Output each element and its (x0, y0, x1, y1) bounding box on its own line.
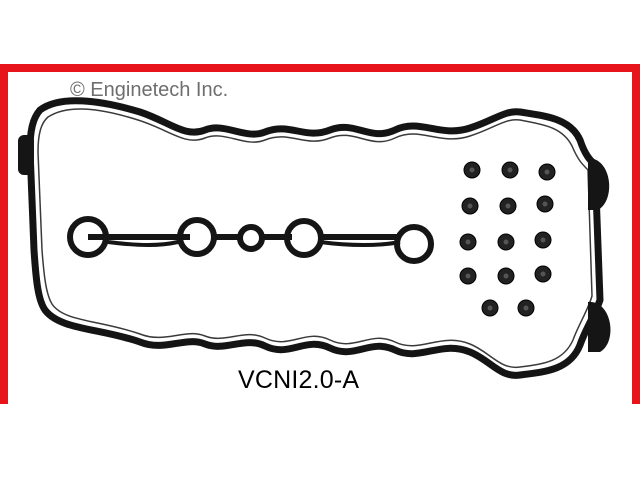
right-lower-plug (588, 301, 611, 352)
left-gasket-tab (18, 135, 34, 175)
tube-seal-ring-4 (284, 218, 324, 258)
center-seal-strip-lower (107, 240, 401, 247)
grommet-centers (465, 167, 550, 311)
copyright-watermark: © Enginetech Inc. (70, 79, 229, 101)
inner-gasket-outline (37, 108, 593, 368)
tube-seal-ring-1 (67, 216, 109, 258)
right-upper-plug (588, 158, 610, 210)
grommet-grid (459, 161, 556, 317)
tube-seal-ring-5 (394, 224, 434, 264)
part-number-label: VCNI2.0-A (238, 366, 360, 394)
outer-gasket-outline (26, 97, 604, 379)
tube-seal-ring-2 (177, 217, 217, 257)
tube-seal-ring-3 (237, 224, 265, 252)
